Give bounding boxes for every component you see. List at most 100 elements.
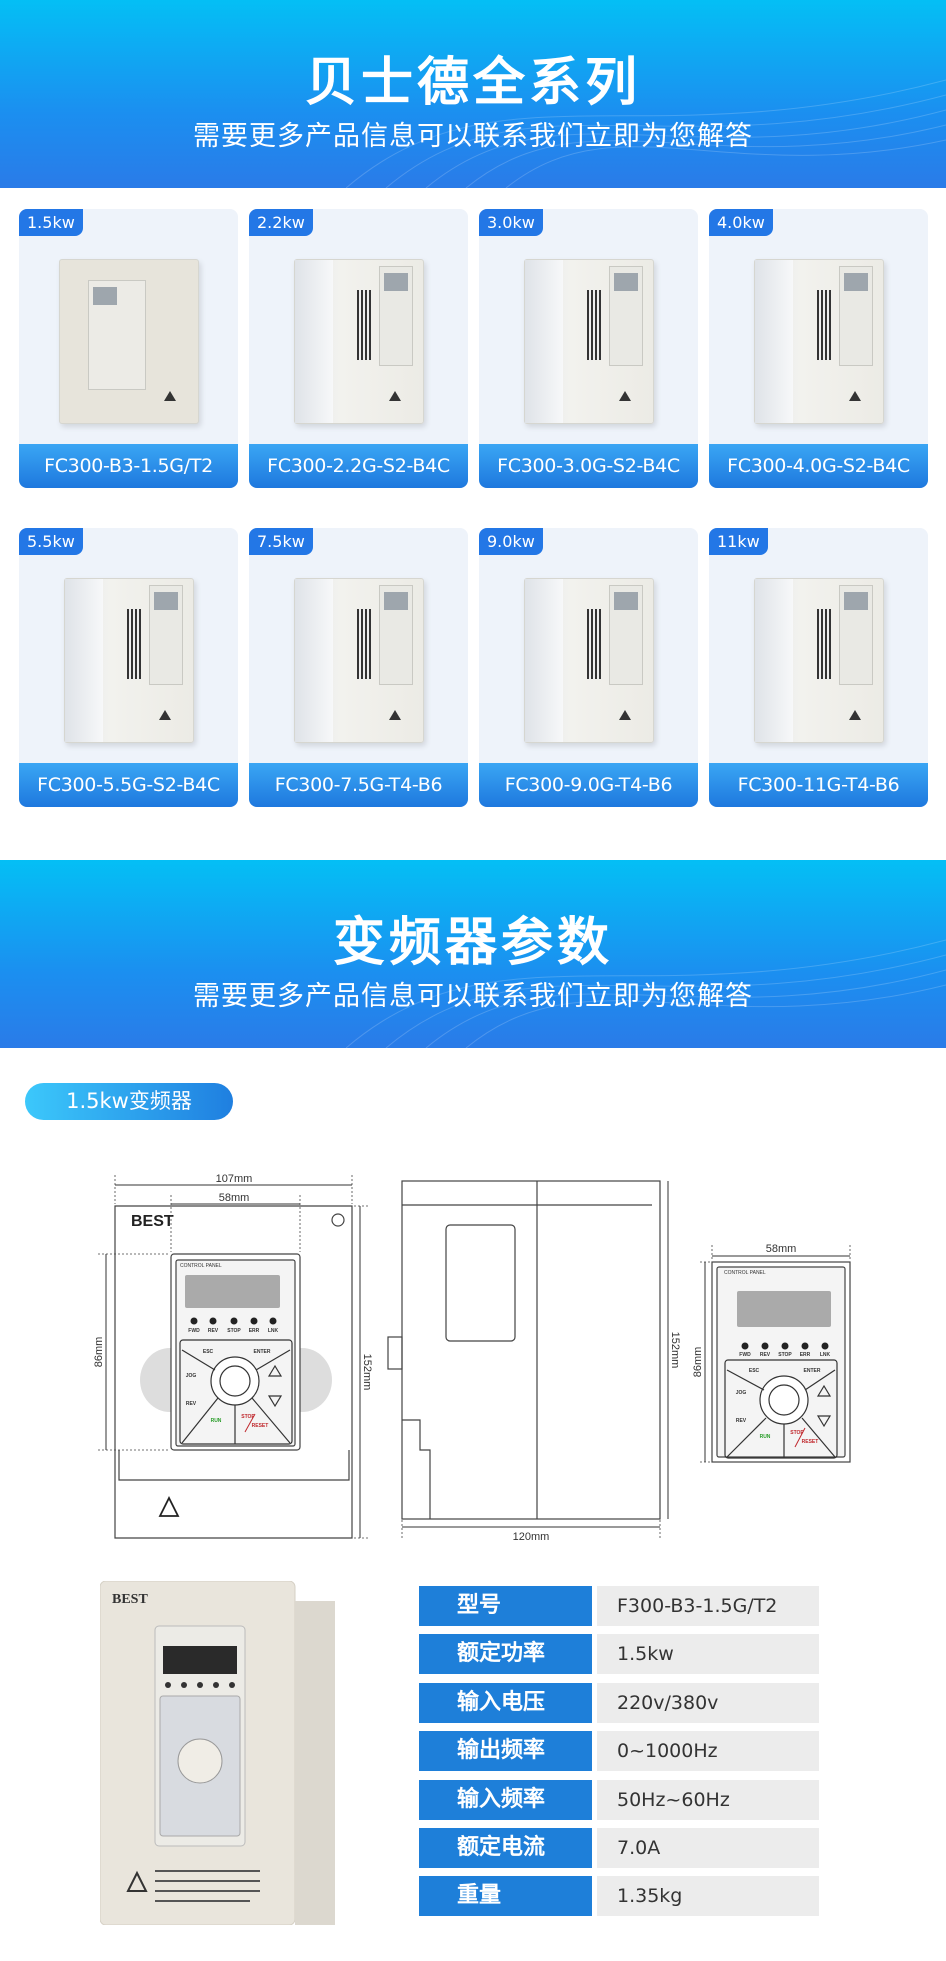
key-jog: JOG: [736, 1390, 747, 1396]
spec-label: 额定电流: [419, 1827, 592, 1868]
dimension-drawing: FWD REV STOP ERR LNK ESC ENTER JOG REV R…: [93, 1173, 851, 1543]
led-label-stop: STOP: [227, 1328, 241, 1334]
key-reset: RESET: [252, 1423, 269, 1429]
warning-icon: [158, 1495, 180, 1517]
inverter-image: [754, 259, 884, 424]
product-card[interactable]: 5.5kw FC300-5.5G-S2-B4C: [19, 528, 238, 807]
key-jog: JOG: [186, 1373, 197, 1379]
banner-title: 变频器参数: [332, 913, 613, 973]
banner-subtitle: 需要更多产品信息可以联系我们立即为您解答: [193, 121, 753, 152]
spec-label: 型号: [419, 1586, 592, 1626]
panel-title: CONTROL PANEL: [724, 1270, 766, 1276]
product-card[interactable]: 3.0kw FC300-3.0G-S2-B4C: [479, 209, 698, 488]
key-stop: STOP: [241, 1414, 255, 1420]
series-banner: 贝士德全系列 需要更多产品信息可以联系我们立即为您解答: [0, 0, 946, 188]
power-tag: 5.5kw: [19, 528, 83, 555]
model-label: FC300-5.5G-S2-B4C: [19, 763, 238, 807]
spec-value: F300-B3-1.5G/T2: [597, 1586, 819, 1626]
model-label: FC300-11G-T4-B6: [709, 763, 928, 807]
led-label-rev: REV: [760, 1352, 771, 1358]
product-card[interactable]: 11kw FC300-11G-T4-B6: [709, 528, 928, 807]
inverter-image: [59, 259, 199, 424]
dim-width-panel: 58mm: [219, 1192, 250, 1204]
spec-label: 额定功率: [419, 1634, 592, 1675]
led-label-err: ERR: [249, 1328, 260, 1334]
product-card[interactable]: 9.0kw FC300-9.0G-T4-B6: [479, 528, 698, 807]
model-label: FC300-9.0G-T4-B6: [479, 763, 698, 807]
model-label: FC300-4.0G-S2-B4C: [709, 444, 928, 488]
key-rev: REV: [186, 1401, 197, 1407]
product-card[interactable]: 7.5kw FC300-7.5G-T4-B6: [249, 528, 468, 807]
side-outline: [401, 1180, 661, 1520]
key-reset: RESET: [802, 1439, 819, 1445]
dim-width-total: 107mm: [216, 1173, 253, 1185]
key-run: RUN: [760, 1434, 771, 1440]
brand-logo: BEST: [112, 1592, 148, 1607]
model-label: FC300-B3-1.5G/T2: [19, 444, 238, 488]
front-outline: [114, 1205, 353, 1539]
params-banner: 变频器参数 需要更多产品信息可以联系我们立即为您解答: [0, 860, 946, 1048]
product-card[interactable]: 4.0kw FC300-4.0G-S2-B4C: [709, 209, 928, 488]
power-tag: 7.5kw: [249, 528, 313, 555]
power-tag: 1.5kw: [19, 209, 83, 236]
dim-panel-height: 86mm: [692, 1347, 704, 1378]
panel-title: CONTROL PANEL: [180, 1263, 222, 1269]
key-enter: ENTER: [254, 1349, 271, 1355]
product-photo: BEST: [100, 1581, 335, 1925]
inverter-image: [524, 578, 654, 743]
dim-height-total: 152mm: [361, 1354, 373, 1391]
inverter-image: [754, 578, 884, 743]
power-tag: 4.0kw: [709, 209, 773, 236]
key-esc: ESC: [749, 1368, 760, 1374]
lcd-display: [737, 1291, 831, 1327]
dim-side-height: 152mm: [669, 1332, 681, 1369]
spec-value: 1.35kg: [597, 1876, 819, 1917]
key-rev: REV: [736, 1418, 747, 1424]
dim-depth: 120mm: [513, 1531, 550, 1543]
led-label-fwd: FWD: [739, 1352, 751, 1358]
dim-panel-width: 58mm: [766, 1243, 797, 1255]
spec-value: 0~1000Hz: [597, 1731, 819, 1772]
spec-value: 7.0A: [597, 1827, 819, 1868]
model-label: FC300-7.5G-T4-B6: [249, 763, 468, 807]
power-tag: 11kw: [709, 528, 768, 555]
spec-label: 输出频率: [419, 1731, 592, 1772]
wave-decoration: [346, 79, 946, 188]
spec-label: 输入电压: [419, 1682, 592, 1723]
inverter-image: [294, 259, 424, 424]
inverter-image: [294, 578, 424, 743]
led-label-lnk: LNK: [820, 1352, 831, 1358]
spec-value: 220v/380v: [597, 1682, 819, 1723]
section-pill: 1.5kw变频器: [25, 1083, 233, 1120]
product-card[interactable]: 1.5kw FC300-B3-1.5G/T2: [19, 209, 238, 488]
product-card[interactable]: 2.2kw FC300-2.2G-S2-B4C: [249, 209, 468, 488]
key-run: RUN: [211, 1418, 222, 1424]
power-tag: 9.0kw: [479, 528, 543, 555]
power-tag: 3.0kw: [479, 209, 543, 236]
inverter-image: [524, 259, 654, 424]
lcd-display: [185, 1275, 280, 1308]
led-label-lnk: LNK: [268, 1328, 279, 1334]
banner-subtitle: 需要更多产品信息可以联系我们立即为您解答: [193, 981, 753, 1012]
model-label: FC300-2.2G-S2-B4C: [249, 444, 468, 488]
spec-label: 重量: [419, 1876, 592, 1917]
spec-value: 1.5kw: [597, 1634, 819, 1675]
inverter-image: [64, 578, 194, 743]
dim-height-panel: 86mm: [93, 1337, 105, 1368]
spec-label: 输入频率: [419, 1779, 592, 1820]
led-label-fwd: FWD: [188, 1328, 200, 1334]
led-label-stop: STOP: [778, 1352, 792, 1358]
key-enter: ENTER: [804, 1368, 821, 1374]
model-label: FC300-3.0G-S2-B4C: [479, 444, 698, 488]
panel-outline: [711, 1261, 851, 1463]
key-esc: ESC: [203, 1349, 214, 1355]
led-label-rev: REV: [208, 1328, 219, 1334]
